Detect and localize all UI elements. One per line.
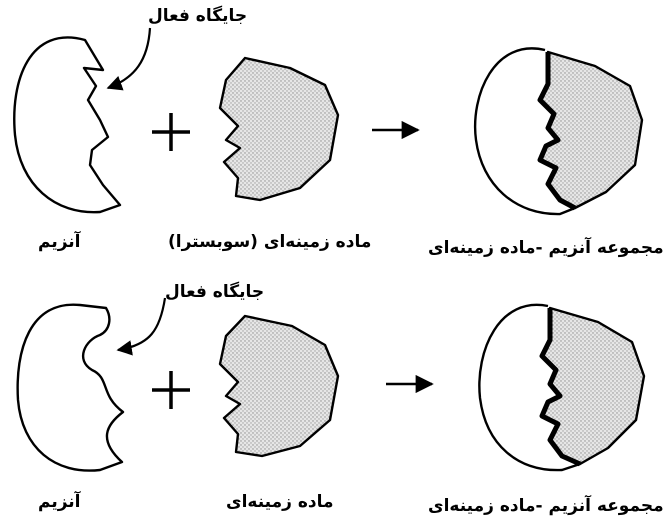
enzyme-shape bbox=[18, 305, 123, 471]
substrate-shape bbox=[220, 316, 338, 456]
active-site-arrow bbox=[108, 28, 150, 88]
complex-substrate-shape bbox=[540, 52, 642, 208]
row-2 bbox=[18, 298, 644, 471]
enzyme-shape bbox=[14, 37, 120, 212]
substrate-shape bbox=[220, 58, 338, 200]
complex-substrate-shape bbox=[542, 308, 644, 464]
substrate-label: ماده زمینه‌ای (سوبسترا) bbox=[168, 232, 371, 252]
active-site-arrow bbox=[118, 298, 165, 350]
enzyme-label: آنزیم bbox=[38, 232, 81, 252]
active-site-label: جایگاه فعال bbox=[148, 6, 247, 26]
complex-label: مجموعه آنزیم -ماده زمینه‌ای bbox=[428, 238, 664, 258]
plus-sign bbox=[152, 371, 190, 409]
enzyme-label: آنزیم bbox=[38, 492, 81, 512]
row-1 bbox=[14, 28, 642, 214]
plus-sign bbox=[152, 113, 190, 151]
complex-label: مجموعه آنزیم -ماده زمینه‌ای bbox=[428, 496, 664, 516]
substrate-label: ماده زمینه‌ای bbox=[226, 492, 334, 512]
active-site-label: جایگاه فعال bbox=[165, 282, 264, 302]
